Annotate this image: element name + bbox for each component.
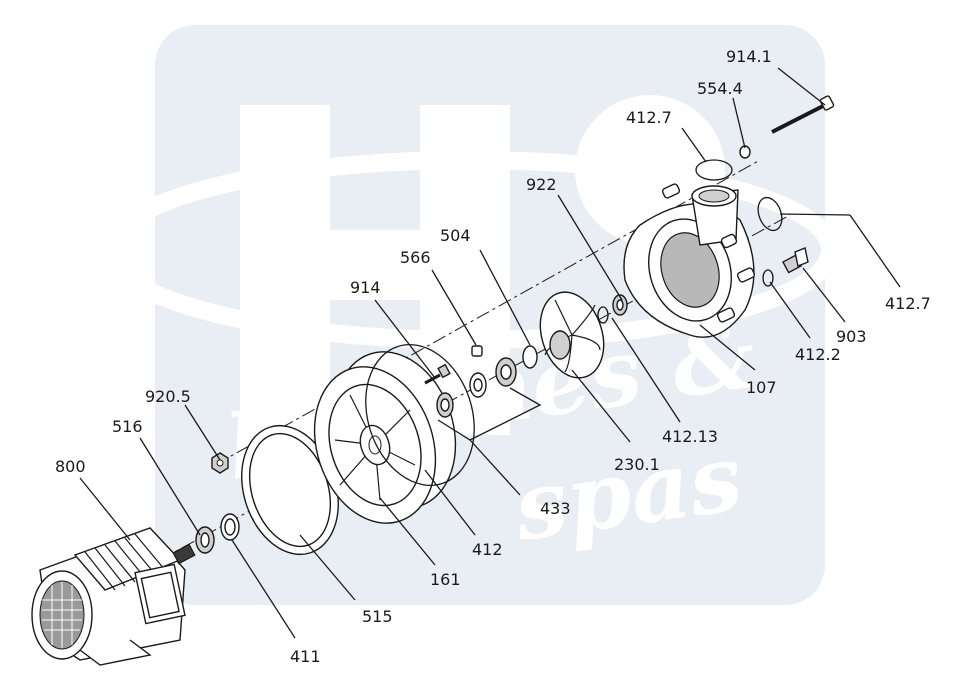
part-433 — [436, 357, 517, 418]
leader-lines — [79, 67, 901, 639]
label-516: 516 — [112, 417, 143, 436]
part-922 — [612, 294, 628, 316]
part-161 — [313, 351, 457, 524]
label-412-7-right: 412.7 — [885, 294, 931, 313]
label-161: 161 — [430, 570, 461, 589]
part-566 — [471, 345, 483, 357]
part-411 — [220, 513, 240, 541]
label-903: 903 — [836, 327, 867, 346]
label-504: 504 — [440, 226, 471, 245]
label-412-2: 412.2 — [795, 345, 841, 364]
part-412-13 — [597, 306, 609, 324]
part-504 — [522, 345, 538, 369]
label-411: 411 — [290, 647, 321, 666]
bracket-433 — [437, 387, 542, 496]
label-433: 433 — [540, 499, 571, 518]
part-914-1 — [771, 95, 835, 134]
label-554-4: 554.4 — [697, 79, 743, 98]
part-107 — [623, 183, 756, 338]
part-920-5 — [211, 452, 229, 474]
part-914 — [424, 363, 451, 385]
motor-800 — [31, 527, 196, 666]
part-412-7-top — [695, 159, 733, 181]
label-920-5: 920.5 — [145, 387, 191, 406]
label-922: 922 — [526, 175, 557, 194]
part-412-7-right — [757, 196, 783, 232]
label-412: 412 — [472, 540, 503, 559]
part-516 — [195, 526, 215, 554]
label-566: 566 — [400, 248, 431, 267]
part-903 — [782, 247, 809, 274]
label-230-1: 230.1 — [614, 455, 660, 474]
label-914: 914 — [350, 278, 381, 297]
part-230-1 — [539, 291, 605, 379]
label-800: 800 — [55, 457, 86, 476]
part-515 — [241, 424, 339, 556]
label-107: 107 — [746, 378, 777, 397]
label-914-1: 914.1 — [726, 47, 772, 66]
label-412-7-top: 412.7 — [626, 108, 672, 127]
label-412-13: 412.13 — [662, 427, 718, 446]
part-labels: 914.1 554.4 412.7 922 412.7 504 566 914 … — [55, 47, 931, 666]
label-515: 515 — [362, 607, 393, 626]
part-412 — [365, 344, 475, 486]
part-412-2 — [762, 269, 774, 287]
